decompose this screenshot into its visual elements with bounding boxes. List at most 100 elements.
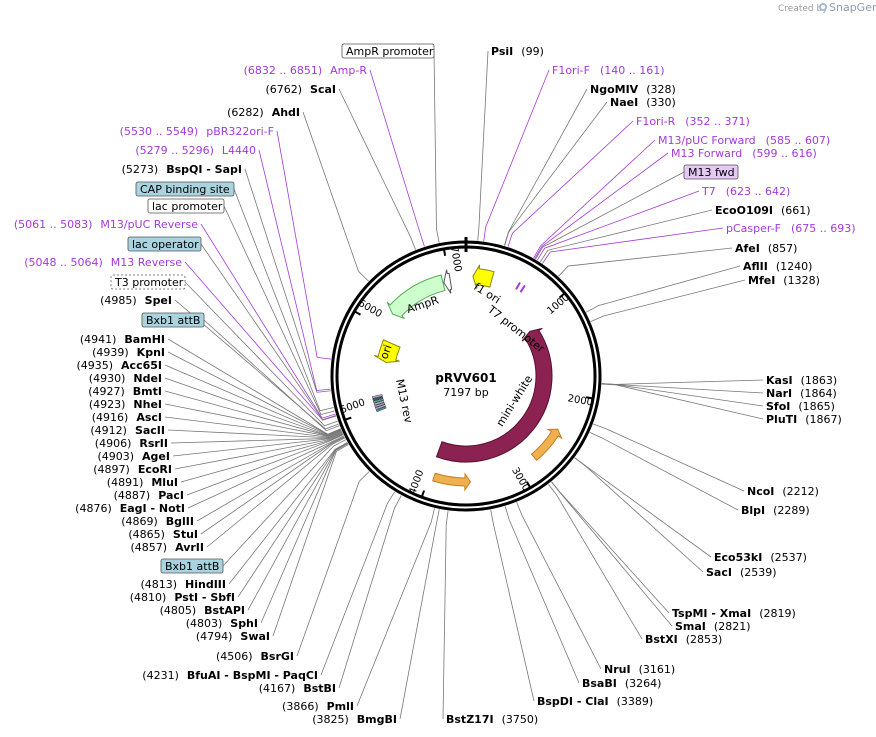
leader-line [200,223,336,419]
enzyme-name: NaeI [610,96,638,109]
enzyme-site-right: KasI(1863) [766,374,837,387]
tick-mark [420,490,426,498]
feature-box-label: lac operator [127,236,202,252]
m13-rev-label: M13 rev [393,378,415,425]
enzyme-position: (2821) [714,620,751,633]
leader-line [593,423,745,492]
primer-name: pCasper-F [726,222,781,235]
enzyme-site-left: (3866)PmlI [282,700,354,713]
enzyme-name: StuI [173,528,198,541]
leader-line [551,481,670,614]
leader-line [203,319,340,432]
tick-label: 3000 [509,466,531,494]
enzyme-site-left: (4941)BamHI [80,333,165,346]
enzyme-site-right: MfeI(1328) [748,274,820,287]
primer-label-left: (5279 .. 5296)L4440 [135,144,256,157]
feature-box-text: T3 promoter [114,276,184,289]
primer-name: Amp-R [330,64,367,77]
enzyme-name: BstAPI [204,604,245,617]
leader-line [601,383,764,420]
enzyme-position: (4865) [128,528,165,541]
primer-name: F1ori-R [636,115,676,128]
leader-line [589,432,739,511]
enzyme-site-right: AflII(1240) [743,260,812,273]
enzyme-name: SmaI [675,620,706,633]
enzyme-position: (4231) [142,669,179,682]
annotation-labels: PsiI(99)NgoMIV(328)NaeI(330)EcoO109I(661… [14,43,856,726]
primer-position: (5061 .. 5083) [14,218,93,231]
primer-name: L4440 [222,144,256,157]
leader-line [507,120,634,247]
enzyme-name: AgeI [142,450,170,463]
enzyme-site-left: (4897)EcoRI [93,463,172,476]
leader-line [187,435,345,509]
enzyme-position: (4927) [88,385,125,398]
enzyme-site-right: NgoMIV(328) [590,83,676,96]
feature-box-label: M13 fwd [683,164,739,180]
enzyme-site-left: (4869)BglII [121,515,194,528]
enzyme-name: PstI - SbfI [174,591,235,604]
inner-site-marks [371,281,526,413]
enzyme-name: SacII [135,424,165,437]
enzyme-position: (4941) [80,333,117,346]
leader-line [184,281,338,427]
enzyme-site-right: SmaI (2821) [675,620,750,633]
enzyme-position: (4985) [100,294,137,307]
enzyme-name: BfuAI - BspMI - PaqCI [187,669,318,682]
enzyme-site-left: (5273)BspQI - SapI [122,163,242,176]
enzyme-site-left: (4805)BstAPI [160,604,245,617]
enzyme-site-right: PsiI(99) [491,45,544,58]
enzyme-name: PmlI [327,700,354,713]
tick-label: 2000 [567,393,594,408]
tick-mark [442,248,447,256]
enzyme-name: PacI [158,489,184,502]
mcs-site-mark [375,406,387,413]
enzyme-site-left: (4985)SpeI [100,294,172,307]
mcs-site-mark [374,402,386,408]
leader-line [533,139,656,259]
feature-box-label: Bxb1 attB [160,558,224,574]
feature-box-text: Bxb1 attB [146,314,200,327]
primer-position: (675 .. 693) [791,222,856,235]
enzyme-position: (4891) [107,476,144,489]
enzyme-position: (3750) [502,713,539,726]
enzyme-site-left: (4903) AgeI [97,450,170,463]
feature-box-label: Bxb1 attB [141,312,205,328]
primer-position: (5048 .. 5064) [24,256,103,269]
enzyme-position: (4903) [97,450,134,463]
tick-mark [353,310,361,316]
primer-position: (5530 .. 5549) [120,125,199,138]
mini-white-exon-3-feature-arrow [432,472,472,492]
plasmid-name: pRVV601 [435,371,496,385]
enzyme-site-left: (4916)AscI [92,411,162,424]
tick-label: 7000 [448,246,463,273]
leader-line [574,457,712,558]
ori-feature-arrow [374,339,401,363]
leader-line [601,379,764,385]
enzyme-name: AflII [743,260,768,273]
leader-line [477,50,489,241]
feature-box [135,181,235,197]
enzyme-position: (1865) [798,400,835,413]
leader-line [558,247,733,277]
enzyme-site-left: (4810)PstI - SbfI [130,591,235,604]
enzyme-name: NcoI [747,485,774,498]
leader-line [223,205,335,416]
enzyme-site-left: (4930)NdeI [89,372,162,385]
enzyme-name: NdeI [133,372,162,385]
mini-white-exon-2-feature-arrow [530,428,563,462]
enzyme-position: (2289) [773,504,810,517]
enzyme-name: PsiI [491,45,513,58]
enzyme-position: (1864) [800,387,837,400]
primer-position: (140 .. 161) [600,64,665,77]
feature-box-label: CAP binding site [135,181,235,197]
enzyme-name: NheI [133,398,162,411]
enzyme-position: (661) [781,204,811,217]
leader-line [534,152,669,259]
enzyme-site-right: EcoO109I(661) [715,204,811,217]
enzyme-site-right: TspMI - XmaI(2819) [672,607,796,620]
feature-box-label: T3 promoter [110,274,186,290]
enzyme-site-left: (4887)PacI [114,489,184,502]
feature-box-label: AmpR promoter [341,43,435,59]
